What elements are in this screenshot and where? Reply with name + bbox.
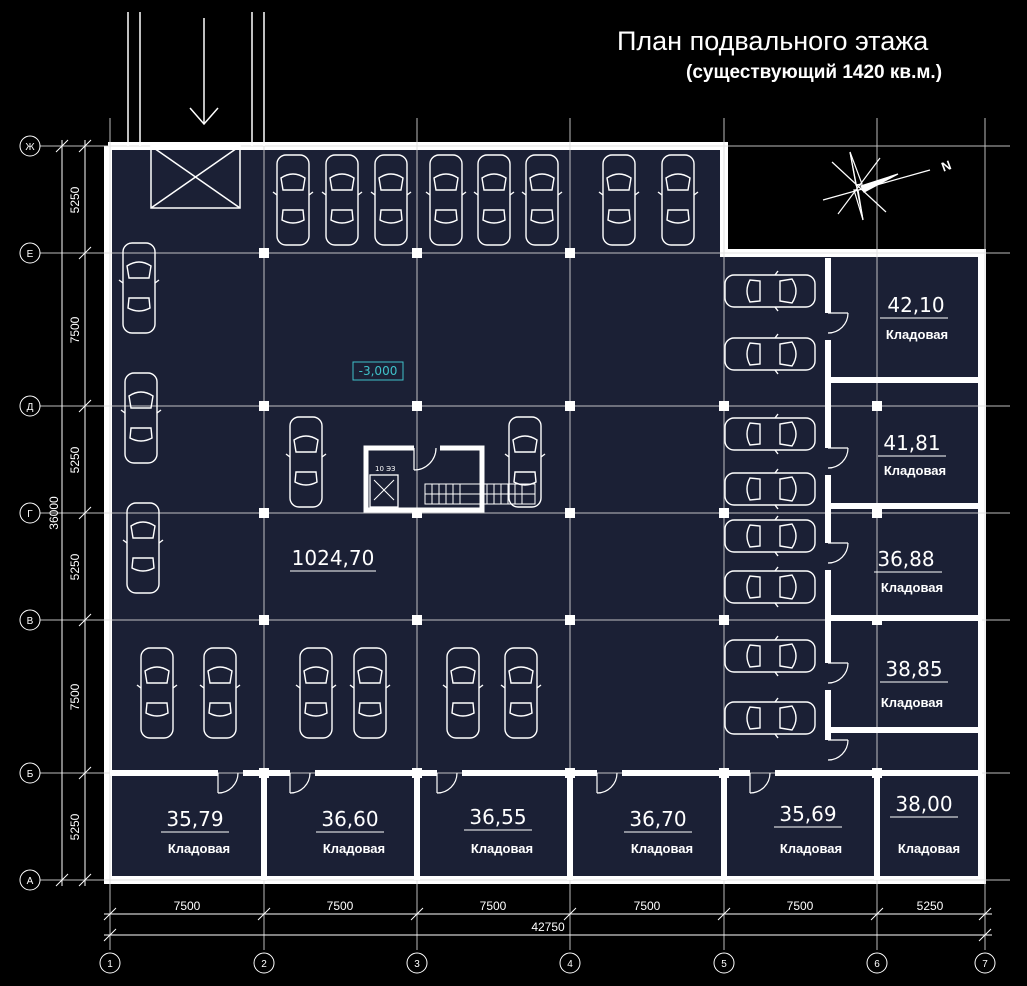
axis-label: 6 [874,959,880,970]
axis-label: Б [27,769,34,780]
storeroom-area: 41,81 [883,431,940,455]
axis-label: 1 [107,959,113,970]
axis-label: Ж [25,142,35,153]
storeroom-label: Кладовая [881,580,943,595]
storeroom-label: Кладовая [886,327,948,342]
north-mark: N [939,157,953,174]
storeroom-area: 35,69 [779,802,836,826]
dim-value: 7500 [68,683,82,710]
dim-value: 7500 [634,899,661,913]
axis-label: Д [27,402,34,413]
storeroom-area: 38,85 [885,657,942,681]
storeroom-label: Кладовая [323,841,385,856]
dim-value: 5250 [68,813,82,840]
storeroom-area: 38,00 [895,792,952,816]
entrance-ramp [127,12,265,209]
storeroom-label: Кладовая [631,841,693,856]
axis-label: 4 [567,959,573,970]
storeroom-area: 36,70 [629,807,686,831]
dim-value: 7500 [480,899,507,913]
level-mark-box [352,361,404,381]
axis-markers-bottom [99,952,996,974]
dim-total: 36000 [47,496,61,530]
storeroom-label: Кладовая [898,841,960,856]
main-area-value: 1024,70 [292,546,375,570]
bottom-dim-values: 7500 7500 7500 7500 7500 5250 42750 [174,899,944,934]
axis-label: А [27,876,34,887]
plan-title: План подвального этажа [617,26,929,56]
storeroom-label: Кладовая [471,841,533,856]
compass-icon [822,151,931,221]
storeroom-label: Кладовая [168,841,230,856]
axis-label: 7 [982,959,988,970]
door-swings [217,312,849,794]
columns [259,248,882,778]
axis-label: В [27,616,34,627]
storeroom-label: Кладовая [881,695,943,710]
left-dim-values: 5250 7500 5250 5250 7500 5250 36000 [47,186,82,840]
dim-value: 5250 [917,899,944,913]
storeroom-area: 36,60 [321,807,378,831]
axis-labels-bottom: 1 2 3 4 5 6 7 [107,959,988,970]
storeroom-right-labels: 42,10 Кладовая 41,81 Кладовая 36,88 Клад… [874,293,948,710]
stair-treads [424,483,536,505]
elevator-box [369,474,399,508]
dim-value: 5250 [68,186,82,213]
axis-label: Е [27,249,34,260]
dim-value: 5250 [68,446,82,473]
storeroom-label: Кладовая [884,463,946,478]
dim-value: 5250 [68,553,82,580]
dim-value: 7500 [787,899,814,913]
stair-core [363,445,536,513]
bottom-dimension [103,907,992,942]
plan-subtitle: (существующий 1420 кв.м.) [686,62,943,83]
left-dimension [55,139,92,887]
elevator-label: 10 ЭЗ [375,465,396,473]
axis-label: 2 [261,959,267,970]
axis-label: 5 [721,959,727,970]
storeroom-area: 36,55 [469,805,526,829]
dim-total: 42750 [531,920,565,934]
storeroom-bottom-labels: 35,79 Кладовая 36,60 Кладовая 36,55 Клад… [161,792,960,856]
storeroom-area: 36,88 [877,547,934,571]
storeroom-label: Кладовая [780,841,842,856]
storeroom-area: 35,79 [166,807,223,831]
axis-labels-left: Ж Е Д Г В Б А [25,142,35,887]
dim-value: 7500 [174,899,201,913]
level-mark: -3,000 [359,364,398,378]
dim-value: 7500 [327,899,354,913]
storeroom-area: 42,10 [887,293,944,317]
dim-value: 7500 [68,316,82,343]
axis-markers-left [19,135,41,891]
axis-label: 3 [414,959,420,970]
axis-label: Г [27,509,33,520]
